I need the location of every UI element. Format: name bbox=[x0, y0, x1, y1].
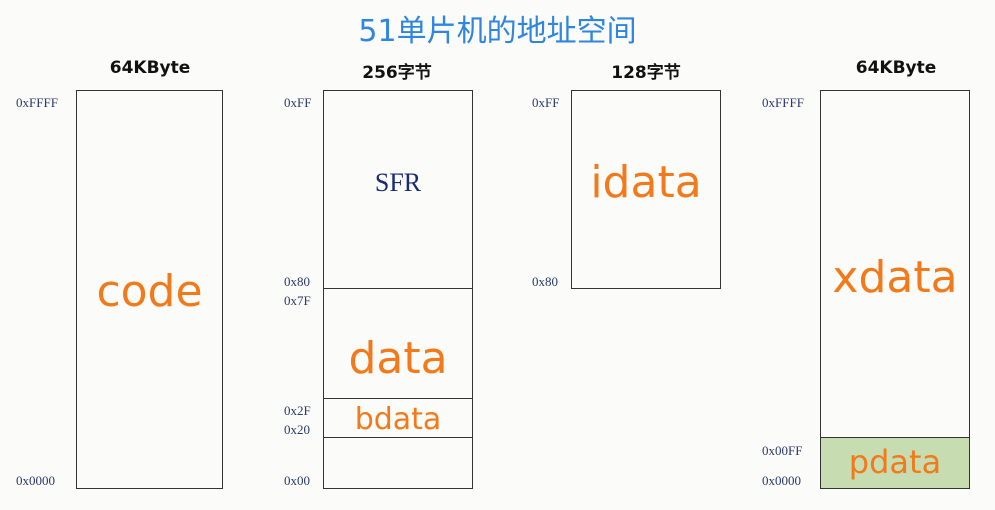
ram-addr-ff: 0xFF bbox=[284, 95, 312, 110]
xdata-addr-top: 0xFFFF bbox=[762, 95, 804, 110]
bdata-top-line bbox=[323, 398, 473, 399]
code-space-size-header: 64KByte bbox=[109, 58, 191, 78]
xdata-addr-bottom: 0x0000 bbox=[762, 473, 801, 488]
ram-addr-20: 0x20 bbox=[284, 422, 310, 437]
code-addr-top: 0xFFFF bbox=[16, 95, 58, 110]
ram-addr-80: 0x80 bbox=[284, 274, 310, 289]
bdata-bottom-line bbox=[323, 437, 473, 438]
bdata-label: bdata bbox=[354, 402, 442, 437]
internal-ram-size-header: 256字节 bbox=[362, 63, 432, 83]
idata-addr-ff: 0xFF bbox=[532, 95, 560, 110]
ram-addr-2f: 0x2F bbox=[284, 403, 311, 418]
idata-label: idata bbox=[590, 157, 702, 208]
idata-addr-80: 0x80 bbox=[532, 274, 558, 289]
code-addr-bottom: 0x0000 bbox=[16, 473, 55, 488]
pdata-label: pdata bbox=[848, 443, 942, 481]
xdata-addr-00ff: 0x00FF bbox=[762, 443, 803, 458]
idata-block bbox=[571, 90, 721, 289]
diagram-title: 51单片机的地址空间 bbox=[358, 14, 637, 49]
pdata-region-fill bbox=[821, 437, 969, 489]
xdata-label: xdata bbox=[832, 252, 958, 303]
data-label: data bbox=[348, 333, 448, 384]
sfr-label: SFR bbox=[374, 168, 422, 197]
code-memory-block bbox=[76, 90, 223, 489]
idata-size-header: 128字节 bbox=[611, 63, 681, 83]
code-label: code bbox=[96, 266, 203, 317]
internal-ram-block bbox=[323, 90, 473, 489]
ram-addr-00: 0x00 bbox=[284, 473, 310, 488]
xdata-block bbox=[820, 90, 970, 489]
ram-addr-7f: 0x7F bbox=[284, 293, 311, 308]
sfr-boundary-line bbox=[323, 288, 473, 289]
xdata-size-header: 64KByte bbox=[855, 58, 937, 78]
